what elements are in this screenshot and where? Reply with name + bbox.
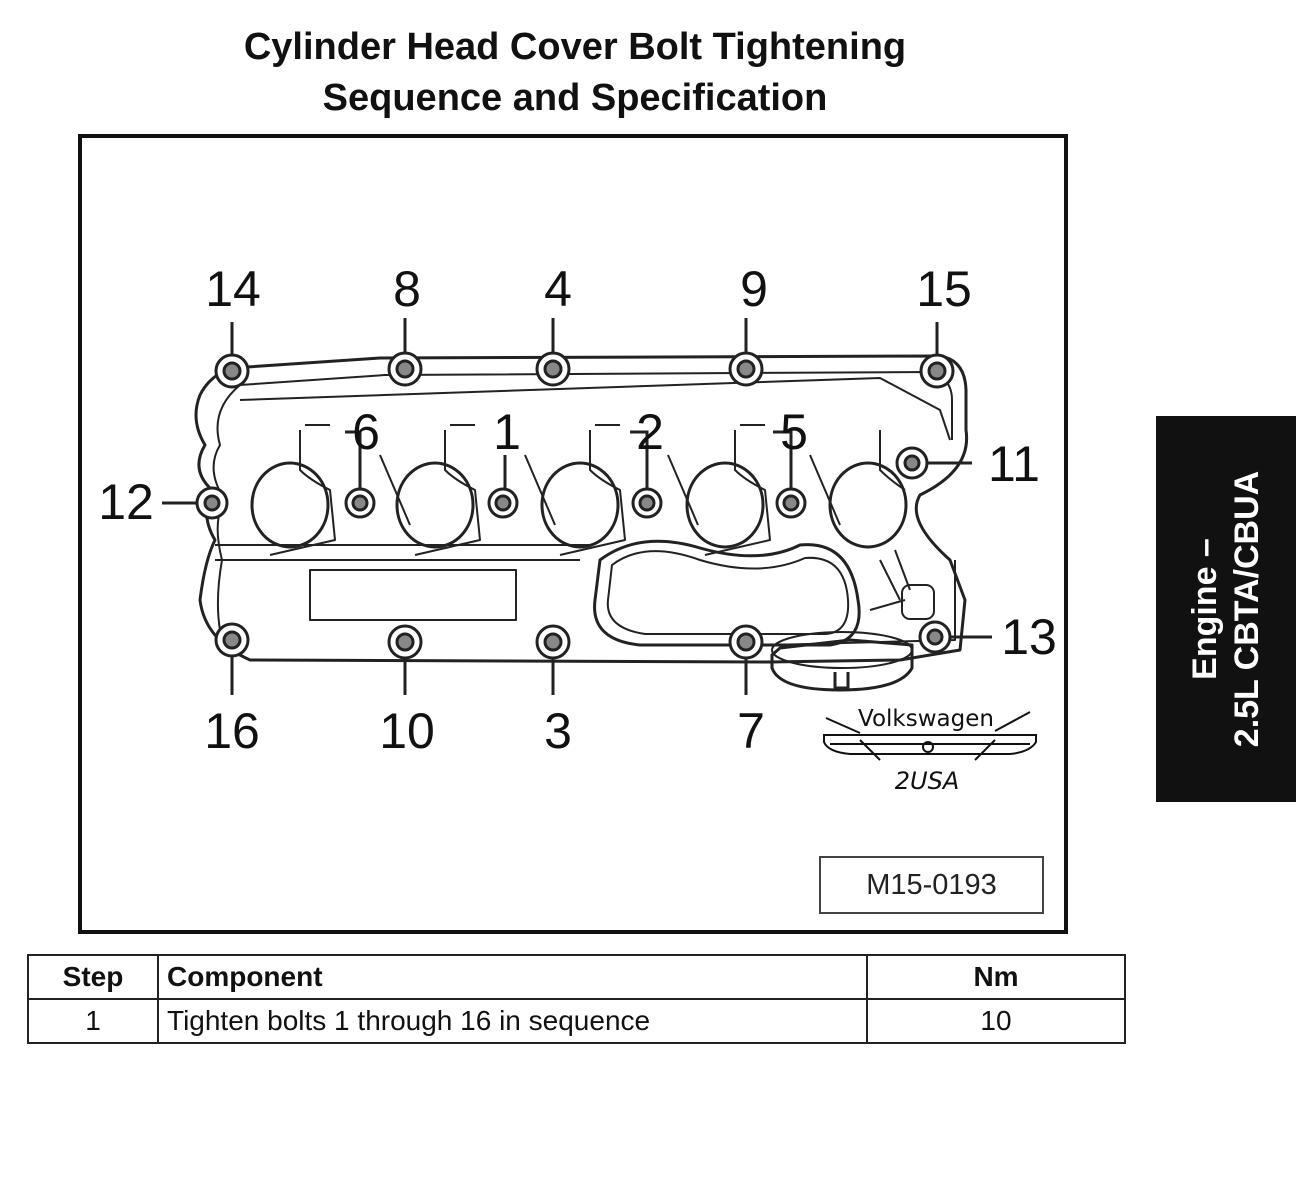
bolt-label-4: 4 [544,261,572,317]
bolt-8 [387,351,423,387]
spec-table: Step Component Nm 1 Tighten bolts 1 thro… [27,954,1126,1044]
bolt-4 [535,351,571,387]
section-tab: Engine – 2.5L CBTA/CBUA [1156,416,1296,802]
cell-nm: 10 [866,998,1126,1044]
watermark-bottom-text: 2USA [895,767,960,795]
section-tab-text: Engine – 2.5L CBTA/CBUA [1184,419,1268,799]
oil-filler-cap [770,638,914,692]
leader-lines [162,318,992,695]
figure-frame: 14 8 4 9 15 6 1 2 5 11 12 13 16 10 3 7 V… [78,134,1068,934]
label-plate [309,569,517,621]
bolt-11 [895,446,929,480]
bolt-label-16: 16 [204,703,260,759]
bolt-label-7: 7 [737,703,765,759]
bolt-9 [728,351,764,387]
bolt-10 [387,624,423,660]
plug-well-2 [395,461,475,549]
bolt-label-9: 9 [740,261,768,317]
plug-well-1 [250,461,330,549]
spec-table-header: Step Component Nm [27,954,1126,1000]
plug-well-3 [540,461,620,549]
bolt-label-5: 5 [780,404,808,460]
bolt-7 [728,624,764,660]
bolt-label-2: 2 [636,404,664,460]
header-nm: Nm [866,954,1126,1000]
bolts [195,351,955,660]
cover-outline [194,354,969,664]
plug-well-4 [685,461,765,549]
bolt-label-12: 12 [98,474,154,530]
bolt-3 [535,624,571,660]
cylinder-head-cover-diagram: 14 8 4 9 15 6 1 2 5 11 12 13 16 10 3 7 V… [98,261,1057,795]
bolt-label-8: 8 [393,261,421,317]
bolt-label-3: 3 [544,703,572,759]
bolt-6 [344,487,376,519]
figure-code: M15-0193 [819,856,1044,914]
title-line-1: Cylinder Head Cover Bolt Tightening [243,26,907,68]
cell-step: 1 [27,998,159,1044]
bolt-label-6: 6 [352,404,380,460]
bolt-16 [214,622,250,658]
bolt-12 [195,486,229,520]
section-tab-line-2: 2.5L CBTA/CBUA [1228,470,1266,748]
bolt-5 [775,487,807,519]
page-title: Cylinder Head Cover Bolt Tightening Sequ… [0,22,1150,124]
watermark: Volkswagen 2USA [823,706,1037,795]
bolt-label-15: 15 [916,261,972,317]
center-window [593,539,861,647]
bolt-labels: 14 8 4 9 15 6 1 2 5 11 12 13 16 10 3 7 [98,261,1057,759]
watermark-top-text: Volkswagen [858,706,994,732]
bolt-1 [487,487,519,519]
section-tab-line-1: Engine – [1186,538,1224,680]
cell-component: Tighten bolts 1 through 16 in sequence [157,998,868,1044]
bolt-2 [631,487,663,519]
bolt-label-13: 13 [1001,609,1057,665]
bolt-label-1: 1 [493,404,521,460]
title-line-2: Sequence and Specification [322,77,828,119]
bolt-label-11: 11 [988,436,1040,492]
bolt-label-14: 14 [205,261,261,317]
header-step: Step [27,954,159,1000]
bolt-13 [918,620,952,654]
cover-inner-flange [212,371,956,646]
header-component: Component [157,954,868,1000]
bolt-15 [919,353,955,389]
plug-well-5 [828,461,908,549]
bolt-14 [214,353,250,389]
table-row: 1 Tighten bolts 1 through 16 in sequence… [27,998,1126,1044]
bolt-label-10: 10 [379,703,435,759]
